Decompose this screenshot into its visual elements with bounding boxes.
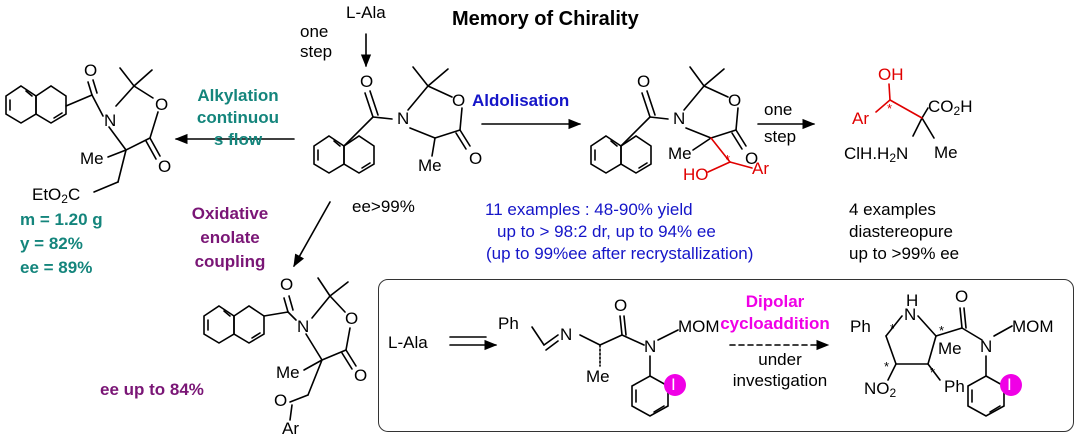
stereocenter-marker: *: [930, 365, 936, 380]
atom-n: N: [673, 109, 686, 128]
amino-acid-red-bonds: [875, 83, 923, 119]
dipolar-start-material: L-Ala: [388, 333, 428, 352]
atom-me: Me: [938, 339, 962, 358]
atom-oh: OH: [878, 65, 904, 84]
one-step-label-d: step: [764, 127, 797, 146]
atom-ar: Ar: [852, 109, 869, 128]
atom-ar: Ar: [282, 419, 299, 438]
iodine-highlight-imine: [664, 374, 686, 396]
oxidative-label-c: coupling: [194, 252, 266, 271]
atom-ar: Ar: [752, 159, 769, 178]
atom-me: Me: [276, 363, 300, 382]
atom-me: Me: [934, 143, 958, 162]
nitro-group: NO2: [864, 379, 897, 400]
amino-acid-structure: [912, 107, 935, 139]
atom-n: N: [904, 305, 917, 324]
atom-n: N: [980, 337, 993, 356]
atom-ph: Ph: [944, 377, 965, 396]
alkylation-label-a: Alkylation: [197, 86, 279, 105]
oxidative-ee: ee up to 84%: [100, 380, 204, 399]
aldol-red-bonds: [707, 137, 753, 173]
iodine-highlight-pyrrolidine: [1000, 374, 1022, 396]
oxidative-label-a: Oxidative: [191, 204, 269, 223]
one-step-label-c: one: [764, 100, 793, 119]
atom-o: O: [637, 72, 651, 91]
ester-group: EtO2C: [32, 185, 81, 206]
alkylation-label-c: s flow: [213, 130, 263, 149]
aldol-examples: 11 examples : 48-90% yield: [485, 200, 693, 219]
amine-hydrochloride: ClH.H2N: [844, 144, 909, 165]
stereocenter-marker: *: [939, 323, 945, 338]
atom-o: O: [354, 366, 368, 385]
alkylation-label-b: continuou: [196, 108, 280, 127]
carboxylic-acid: CO2H: [928, 97, 973, 118]
dipolar-frame: [378, 279, 1074, 432]
atom-o: O: [280, 275, 294, 294]
arrow-oxidative: [293, 201, 331, 268]
atom-o: O: [360, 72, 374, 91]
oxidative-structure: [203, 277, 357, 421]
dipolar-label-a: Dipolar: [745, 292, 805, 311]
aldol-structure: [590, 66, 747, 174]
atom-me: Me: [80, 149, 104, 168]
atom-o: O: [614, 296, 628, 315]
atom-o: O: [274, 391, 288, 410]
amino-diastereopure: diastereopure: [849, 222, 953, 241]
dipolar-label-b: cycloaddition: [720, 314, 830, 333]
atom-o: O: [728, 91, 742, 110]
atom-h: H: [906, 291, 919, 310]
atom-me: Me: [418, 156, 442, 175]
aldol-selectivity: up to > 98:2 dr, up to 94% ee: [497, 222, 716, 241]
atom-o: O: [469, 149, 483, 168]
atom-o: O: [345, 309, 359, 328]
atom-i: I: [1007, 375, 1012, 394]
atom-o: O: [955, 287, 969, 306]
atom-n: N: [644, 337, 657, 356]
atom-n: N: [297, 317, 310, 336]
atom-o: O: [158, 157, 172, 176]
stereocenter-marker: *: [884, 359, 890, 374]
atom-o: O: [155, 95, 169, 114]
alkylation-ee: ee = 89%: [20, 258, 93, 277]
stereocenter-marker: *: [725, 152, 731, 167]
atom-o: O: [84, 61, 98, 80]
investigation-label: investigation: [732, 371, 828, 390]
amino-examples: 4 examples: [849, 200, 936, 219]
atom-o: O: [452, 91, 466, 110]
atom-o: O: [745, 149, 759, 168]
atom-ho: HO: [683, 165, 709, 184]
aldol-recrystallization: (up to 99%ee after recrystallization): [486, 244, 754, 263]
one-step-label-a: one: [300, 22, 329, 41]
start-ee: ee>99%: [352, 197, 415, 216]
under-label: under: [758, 350, 802, 369]
stereocenter-marker: *: [887, 101, 893, 116]
pyrrolidine-structure: [885, 307, 1013, 417]
atom-i: I: [671, 375, 676, 394]
alkylation-mass: m = 1.20 g: [20, 210, 103, 229]
atom-n: N: [104, 111, 117, 130]
atom-n: N: [397, 109, 410, 128]
atom-mom: MOM: [1012, 317, 1054, 336]
atom-me: Me: [586, 367, 610, 386]
aldolisation-label: Aldolisation: [472, 91, 570, 110]
atom-me: Me: [668, 144, 692, 163]
start-structure: [313, 66, 471, 174]
one-step-label-b: step: [300, 42, 333, 61]
alkylation-structure: [5, 67, 161, 193]
atom-n: N: [560, 325, 573, 344]
atom-ph: Ph: [850, 317, 871, 336]
start-material-label: L-Ala: [346, 3, 386, 22]
stereocenter-marker: *: [890, 321, 896, 336]
page-title: Memory of Chirality: [452, 8, 639, 30]
oxidative-label-b: enolate: [200, 228, 260, 247]
atom-ph: Ph: [498, 314, 519, 333]
alkylation-yield: y = 82%: [20, 234, 83, 253]
amino-ee: up to >99% ee: [849, 244, 960, 263]
atom-mom: MOM: [678, 317, 720, 336]
